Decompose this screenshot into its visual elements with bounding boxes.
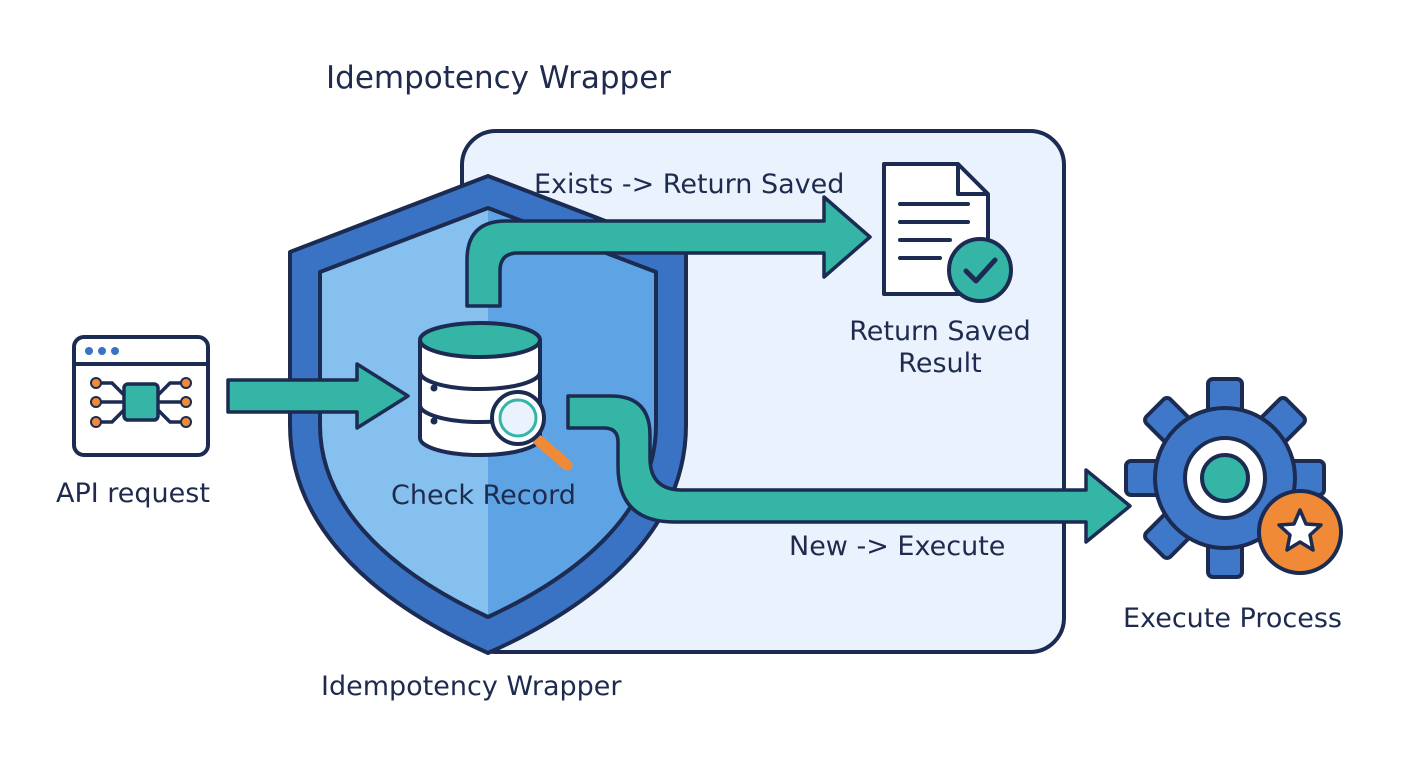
- gear-star-icon: [1124, 377, 1343, 579]
- return-saved-line-2: Result: [898, 348, 982, 380]
- node-label-execute-process: Execute Process: [1123, 603, 1342, 634]
- document-check-icon: [882, 162, 1013, 303]
- database-search-icon: [418, 321, 573, 471]
- diagram-title: Idempotency Wrapper: [326, 60, 672, 96]
- arrow-exists-branch: [465, 195, 872, 308]
- edge-label-exists: Exists -> Return Saved: [534, 169, 845, 200]
- node-label-check-record: Check Record: [391, 480, 576, 511]
- return-saved-line-1: Return Saved: [849, 316, 1031, 347]
- node-label-api-request: API request: [56, 478, 210, 509]
- node-label-return-saved: Return Saved Result: [849, 316, 1031, 381]
- wrapper-label-bottom: Idempotency Wrapper: [321, 671, 622, 702]
- api-window-icon: [72, 335, 210, 457]
- arrow-new-branch: [566, 394, 1132, 544]
- edge-label-new: New -> Execute: [789, 531, 1006, 562]
- arrow-request-to-check: [226, 362, 410, 430]
